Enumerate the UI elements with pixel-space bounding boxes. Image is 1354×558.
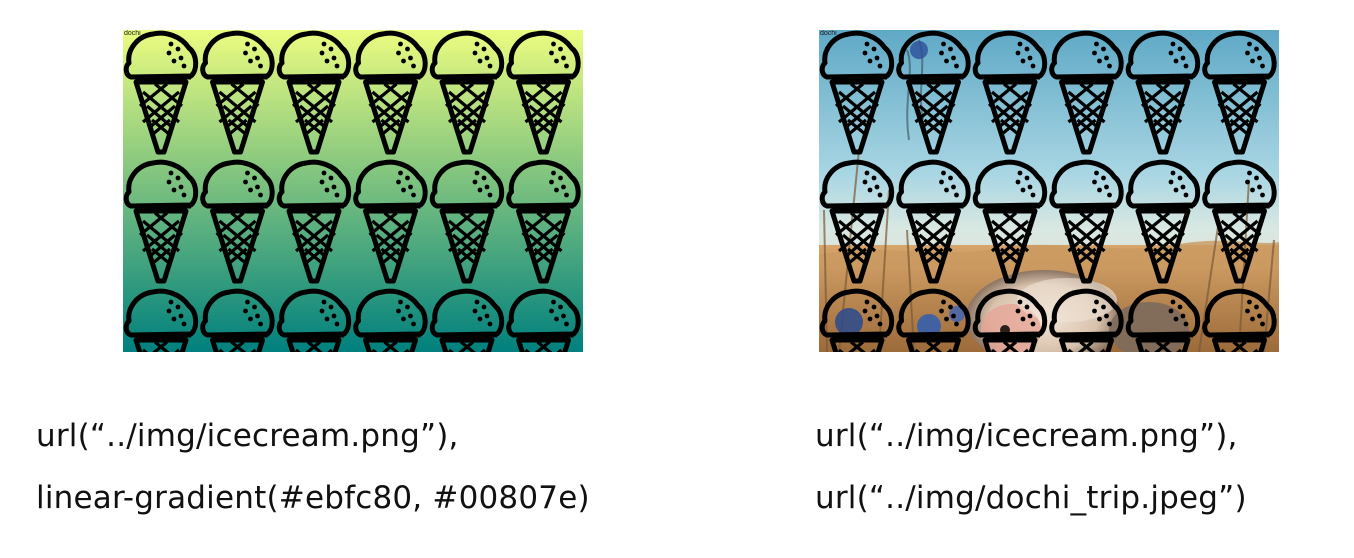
image-label: dochi [820,30,837,37]
photo-background-preview: dochi [819,30,1279,352]
gradient-preview-canvas [123,30,583,352]
right-caption-line-1: url(“../img/icecream.png”), [815,418,1238,454]
gradient-background-preview: dochi [123,30,583,352]
image-label: dochi [124,30,141,37]
right-caption-line-2: url(“../img/dochi_trip.jpeg”) [815,480,1247,516]
left-caption-line-2: linear-gradient(#ebfc80, #00807e) [36,480,590,516]
photo-preview-canvas [819,30,1279,352]
gradient-fill [123,30,583,352]
left-caption-line-1: url(“../img/icecream.png”), [36,418,459,454]
